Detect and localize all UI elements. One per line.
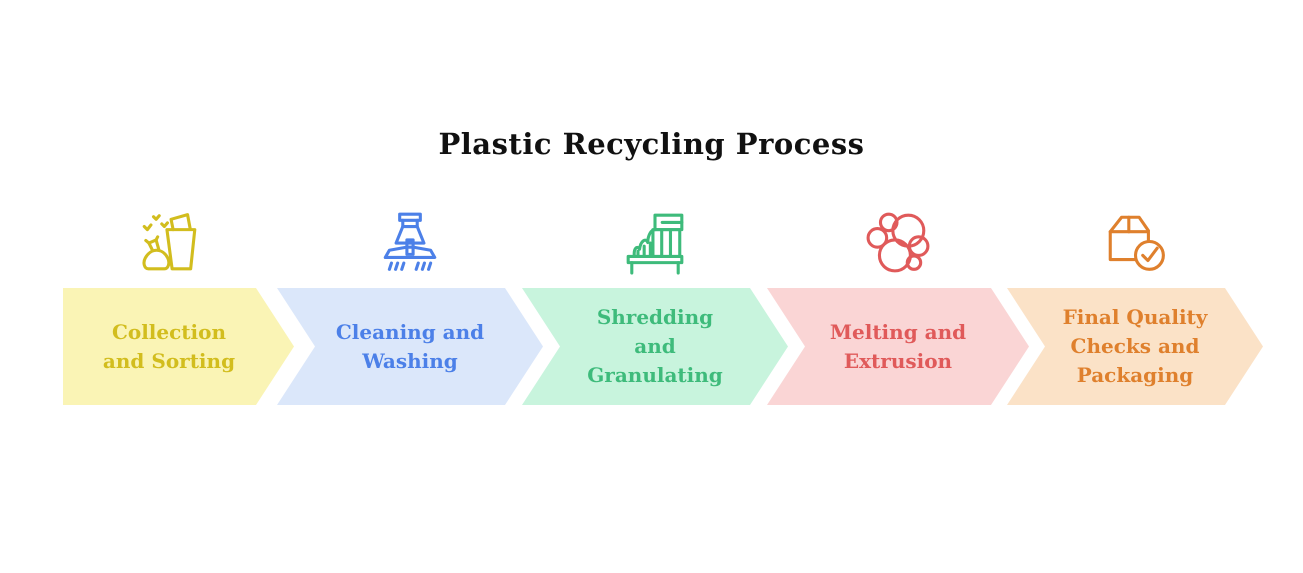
trash-and-bag-icon: [142, 213, 197, 271]
shredder-icon: [626, 213, 684, 275]
step-icon-area: [522, 196, 788, 288]
step-final-quality-checks-and-packaging: Final Quality Checks and Packaging: [1007, 196, 1263, 405]
step-shredding-and-granulating: Shredding and Granulating: [522, 196, 788, 405]
chevron-shredding-and-granulating: Shredding and Granulating: [522, 288, 788, 405]
chevron-melting-and-extrusion: Melting and Extrusion: [767, 288, 1029, 405]
package-check-icon: [1108, 215, 1165, 271]
step-icon-area: [277, 196, 543, 288]
step-label: Cleaning and Washing: [335, 319, 485, 373]
page-title: Plastic Recycling Process: [438, 127, 865, 161]
washing-spray-icon: [383, 212, 437, 271]
chevron-cleaning-and-washing: Cleaning and Washing: [277, 288, 543, 405]
step-label: Collection and Sorting: [102, 319, 236, 373]
step-label: Melting and Extrusion: [829, 319, 967, 373]
chevron-collection-and-sorting: Collection and Sorting: [63, 288, 294, 405]
melting-bubbles-icon: [866, 212, 930, 273]
step-collection-and-sorting: Collection and Sorting: [63, 196, 294, 405]
chevron-final-quality-checks-and-packaging: Final Quality Checks and Packaging: [1007, 288, 1263, 405]
step-icon-area: [63, 196, 294, 288]
step-icon-area: [1007, 196, 1263, 288]
step-label: Final Quality Checks and Packaging: [1062, 305, 1208, 387]
step-icon-area: [767, 196, 1029, 288]
step-melting-and-extrusion: Melting and Extrusion: [767, 196, 1029, 405]
step-cleaning-and-washing: Cleaning and Washing: [277, 196, 543, 405]
step-label: Shredding and Granulating: [587, 305, 723, 387]
